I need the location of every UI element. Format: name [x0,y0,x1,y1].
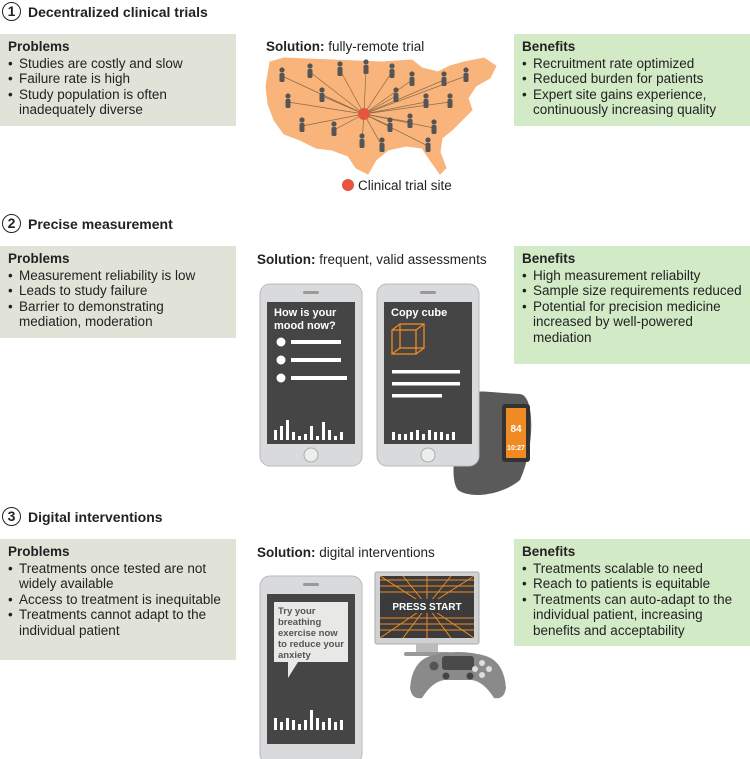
problem-item: Failure rate is high [8,71,228,87]
problems-heading: Problems [8,251,70,266]
solution-text: fully-remote trial [324,39,425,54]
benefits-heading: Benefits [522,544,576,559]
section-2-solution: Solution: frequent, valid assessments [257,252,487,267]
benefits-list: High measurement reliabilty Sample size … [522,268,742,346]
benefits-heading: Benefits [522,39,576,54]
section-3-title: Digital interventions [28,509,163,525]
section-2-benefits-box: Benefits High measurement reliabilty Sam… [514,246,750,364]
section-1-benefits-box: Benefits Recruitment rate optimized Redu… [514,34,750,126]
us-map-illustration [265,57,497,175]
benefit-item: Recruitment rate optimized [522,56,742,72]
solution-label: Solution: [266,39,325,54]
problem-item: Treatments cannot adapt to the individua… [8,607,228,638]
benefit-item: Sample size requirements reduced [522,283,742,299]
problem-item: Study population is often inadequately d… [8,87,228,118]
section-2-problems-box: Problems Measurement reliability is low … [0,246,236,338]
section-1-title: Decentralized clinical trials [28,4,208,20]
intervention-message-line-5: anxiety [278,650,311,661]
benefit-item: High measurement reliabilty [522,268,742,284]
intervention-message-line-4: to reduce your [278,639,344,650]
problem-item: Leads to study failure [8,283,228,299]
solution-text: digital interventions [315,545,435,560]
assessment-phones-illustration: 84 10:27 How is your mood now? [259,283,532,495]
problem-item: Barrier to demonstrating mediation, mode… [8,299,228,330]
problems-list: Measurement reliability is low Leads to … [8,268,228,330]
press-start-label: PRESS START [392,602,461,613]
intervention-message-line-1: Try your [278,606,316,617]
clinical-trial-site-marker [358,108,370,120]
us-map-shape [265,57,497,175]
site-legend-label: Clinical trial site [358,178,452,193]
problems-heading: Problems [8,544,70,559]
section-2-title: Precise measurement [28,216,173,232]
benefits-heading: Benefits [522,251,576,266]
map-legend: Clinical trial site [342,178,452,193]
benefit-item: Potential for precision medicine increas… [522,299,742,346]
section-2-number: 2 [2,214,21,233]
mood-question-line-1: How is your [274,307,337,319]
problems-list: Studies are costly and slow Failure rate… [8,56,228,118]
section-3-solution: Solution: digital interventions [257,545,435,560]
connection-lines [281,67,467,147]
problems-list: Treatments once tested are not widely av… [8,561,228,639]
game-controller-icon [410,652,506,699]
section-1-solution: Solution: fully-remote trial [266,39,424,54]
problem-item: Measurement reliability is low [8,268,228,284]
patient-icons [279,59,469,152]
problem-item: Treatments once tested are not widely av… [8,561,228,592]
copy-cube-label: Copy cube [391,307,447,319]
benefit-item: Reach to patients is equitable [522,576,742,592]
solution-label: Solution: [257,252,316,267]
benefit-item: Expert site gains experience, continuous… [522,87,742,118]
game-monitor-icon [374,571,480,656]
mood-phone-icon [259,283,363,467]
mood-question-line-2: mood now? [274,320,336,332]
intervention-message-line-2: breathing [278,617,321,628]
watch-value-1: 84 [510,424,522,435]
section-3-number: 3 [2,507,21,526]
benefits-list: Treatments scalable to need Reach to pat… [522,561,742,639]
watch-value-2: 10:27 [507,445,525,452]
solution-text: frequent, valid assessments [315,252,487,267]
problems-heading: Problems [8,39,70,54]
site-legend-dot [342,179,354,191]
digital-interventions-illustration: Try your breathing exercise now to reduc… [259,571,506,759]
problem-item: Access to treatment is inequitable [8,592,228,608]
benefits-list: Recruitment rate optimized Reduced burde… [522,56,742,118]
section-1-problems-box: Problems Studies are costly and slow Fai… [0,34,236,126]
intervention-message-line-3: exercise now [278,628,338,639]
solution-label: Solution: [257,545,316,560]
intervention-phone-icon [259,575,363,759]
cube-task-phone-icon [376,283,480,467]
section-1-number: 1 [2,2,21,21]
section-3-benefits-box: Benefits Treatments scalable to need Rea… [514,539,750,646]
benefit-item: Treatments can auto-adapt to the individ… [522,592,742,639]
section-3-problems-box: Problems Treatments once tested are not … [0,539,236,660]
problem-item: Studies are costly and slow [8,56,228,72]
benefit-item: Treatments scalable to need [522,561,742,577]
benefit-item: Reduced burden for patients [522,71,742,87]
